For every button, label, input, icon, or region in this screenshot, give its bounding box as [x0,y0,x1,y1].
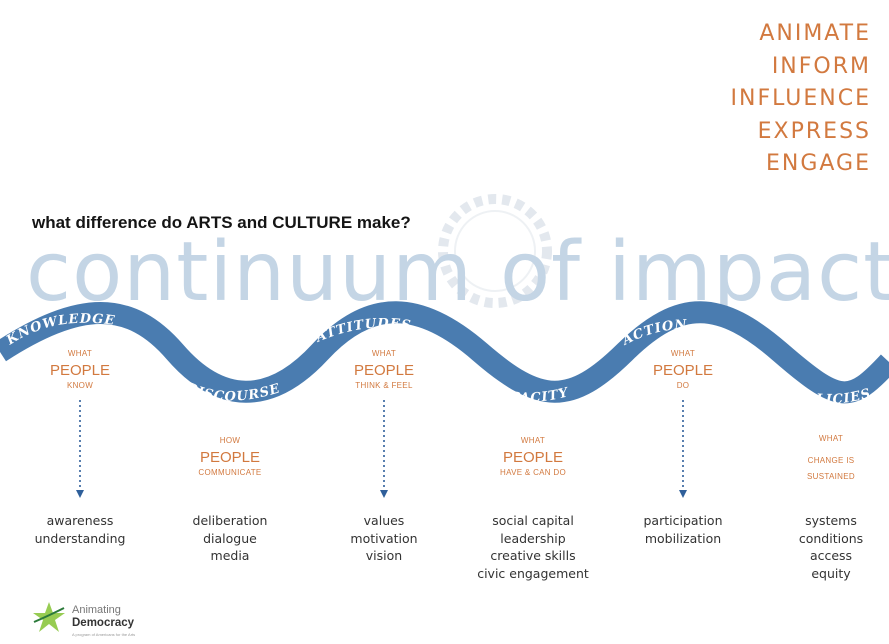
stage-post-capacity: HAVE & CAN DO [500,468,566,477]
stage-pre-action: WHAT [670,349,696,358]
verb-express: EXPRESS [757,118,871,144]
question-heading: what difference do ARTS and CULTURE make… [32,213,411,232]
stage-post-action: DO [676,381,690,390]
stage-main-capacity: PEOPLE [502,449,564,466]
verb-inform: INFORM [771,53,871,79]
logo-tagline: A program of Americans for the Arts [72,632,136,637]
detail-item: motivation [350,530,418,546]
detail-item: social capital [492,513,574,528]
detail-item: vision [365,548,403,563]
detail-item: leadership [500,530,566,546]
arrow-head-icon [76,490,84,498]
stage-pre-capacity: WHAT [520,436,546,445]
stage-main-attitudes: PEOPLE [353,362,415,379]
arrow-head-icon [380,490,388,498]
stage-details-policies: systems conditions access equity [799,512,863,582]
detail-item: participation [643,513,723,528]
page-title: continuum of impact [26,225,889,320]
stage-details-capacity: social capital leadership creative skill… [477,512,589,582]
svg-text:CAPACITY: CAPACITY [487,385,571,406]
detail-item: media [210,548,250,563]
animating-democracy-logo-icon [33,602,65,632]
stage-label-capacity: CAPACITY [487,385,570,406]
detail-item: mobilization [644,530,722,546]
detail-item: values [363,513,405,528]
stage-main1-policies: CHANGE IS [807,456,855,465]
detail-item: access [809,548,853,563]
stage-main-action: PEOPLE [652,362,714,379]
stage-details-knowledge: awareness understanding [35,512,126,547]
stage-details-attitudes: values motivation vision [350,512,417,565]
stage-details-action: participation mobilization [644,512,723,547]
stage-post-discourse: COMMUNICATE [198,468,262,477]
stage-pre-discourse: HOW [219,436,241,445]
stage-pre-policies: WHAT [818,434,844,443]
detail-item: deliberation [192,513,268,528]
stage-label-policies: POLICIES [791,386,872,407]
svg-text:POLICIES: POLICIES [791,386,873,407]
stage-label-attitudes: ATTITUDES [312,316,411,346]
stage-post-knowledge: KNOW [66,381,94,390]
logo-text-democracy: Democracy [72,617,135,629]
stage-main2-policies: SUSTAINED [807,472,855,481]
detail-item: conditions [798,530,864,546]
svg-text:ATTITUDES: ATTITUDES [312,316,412,346]
wave-band [0,301,889,404]
detail-item: dialogue [203,530,257,546]
verb-list: ANIMATE INFORM INFLUENCE EXPRESS ENGAGE [731,18,871,181]
continuum-wave: KNOWLEDGE DISCOURSE ATTITUDES CAPACITY A… [0,301,889,408]
gear-watermark-icon [438,194,552,308]
stage-post-attitudes: THINK & FEEL [355,381,413,390]
stage-details-discourse: deliberation dialogue media [193,512,268,565]
stage-main-discourse: PEOPLE [199,449,261,466]
detail-item: systems [805,513,857,528]
verb-animate: ANIMATE [759,21,871,46]
detail-item: creative skills [490,548,576,563]
verb-engage: ENGAGE [765,151,871,176]
logo-text-animating: Animating [72,604,121,616]
stage-main-knowledge: PEOPLE [49,362,111,379]
detail-item: civic engagement [477,565,589,581]
detail-item: awareness [46,513,114,528]
detail-item: equity [811,565,851,581]
stage-pre-knowledge: WHAT [67,349,93,358]
stage-pre-attitudes: WHAT [371,349,397,358]
detail-item: understanding [34,530,126,546]
arrow-head-icon [679,490,687,498]
verb-influence: INFLUENCE [730,86,871,111]
